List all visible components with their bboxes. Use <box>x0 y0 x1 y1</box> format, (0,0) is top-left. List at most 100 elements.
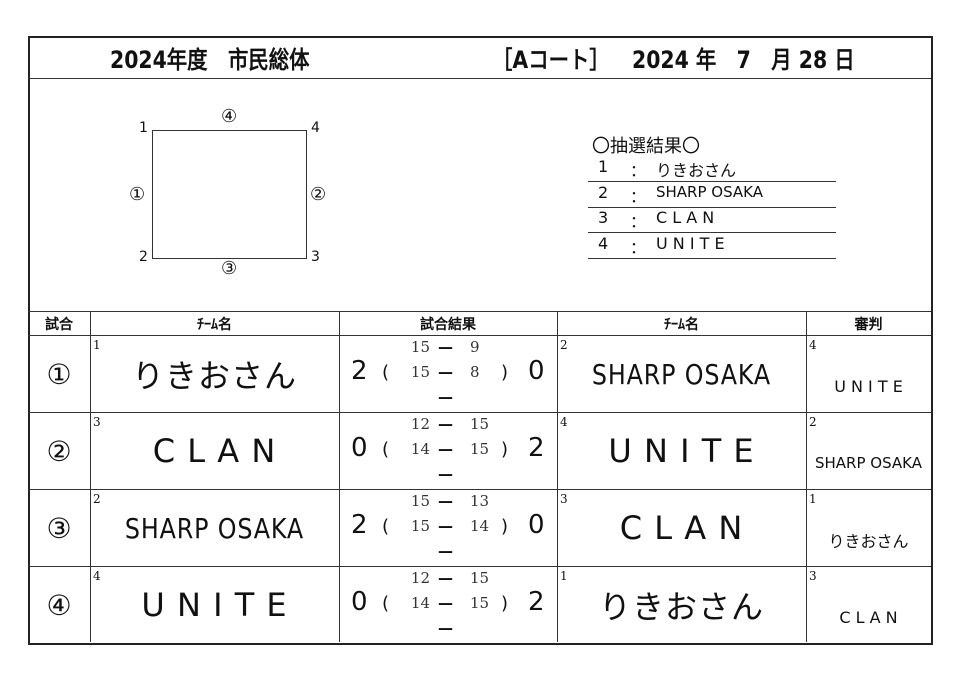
team2-sets: 2 <box>528 433 545 463</box>
team2-seed: 2 <box>560 338 568 352</box>
lottery-entry-sep: ： <box>630 212 647 231</box>
divider <box>90 311 91 642</box>
col-header-result: 試合結果 <box>420 317 476 333</box>
divider <box>28 311 931 312</box>
corner-label: 3 <box>311 249 320 265</box>
side-label: ③ <box>221 258 238 279</box>
lottery-entry-team: りきおさん <box>656 161 737 180</box>
paren-close: ) <box>501 593 509 614</box>
col-header-match: 試合 <box>45 317 73 333</box>
score-dash: — <box>438 594 453 612</box>
paren-close: ) <box>501 362 509 383</box>
game-score-2: 14 <box>470 517 490 535</box>
referee-team: C L A N <box>839 607 898 627</box>
team2-seed: 1 <box>560 569 568 583</box>
match-number: ② <box>46 434 72 468</box>
game-score-2: 8 <box>470 363 480 381</box>
referee-seed: 3 <box>809 569 817 583</box>
score-dash: — <box>438 338 453 356</box>
game-score-2: 13 <box>470 492 490 510</box>
col-header-team2: ﾁｰﾑ名 <box>664 317 699 333</box>
lottery-entry-no: 2 <box>598 182 609 202</box>
game-score-1: 12 <box>410 569 430 587</box>
lottery-entry-team: SHARP OSAKA <box>656 182 763 201</box>
game-score-1: 15 <box>410 492 430 510</box>
score-dash: — <box>438 619 453 637</box>
team1-seed: 4 <box>93 569 101 583</box>
score-dash: — <box>438 569 453 587</box>
match-number: ③ <box>46 511 72 545</box>
team1-seed: 1 <box>93 338 101 352</box>
paren-open: ( <box>382 516 390 537</box>
team2-name: りきおさん <box>598 588 764 626</box>
paren-close: ) <box>501 516 509 537</box>
lottery-entry-no: 4 <box>598 233 609 253</box>
corner-label: 1 <box>139 120 148 136</box>
score-sheet-frame <box>28 36 933 645</box>
court-diagram <box>152 130 307 259</box>
lottery-entry-sep: ： <box>630 237 647 257</box>
match-number: ① <box>46 357 72 391</box>
team2-name: U N I T E <box>608 432 755 470</box>
team1-seed: 3 <box>93 415 101 429</box>
score-dash: — <box>438 465 453 483</box>
game-score-1: 12 <box>410 415 430 433</box>
game-score-1: 14 <box>410 440 430 458</box>
score-dash: — <box>438 440 453 458</box>
side-label: ④ <box>221 106 238 127</box>
event-title: 2024年度 市民総体 <box>110 46 310 74</box>
team2-sets: 0 <box>528 510 545 540</box>
game-score-1: 15 <box>410 517 430 535</box>
divider <box>557 311 558 642</box>
referee-seed: 1 <box>809 492 817 506</box>
referee-seed: 2 <box>809 415 817 429</box>
game-score-2: 15 <box>470 415 490 433</box>
side-label: ① <box>129 184 146 205</box>
game-score-1: 14 <box>410 594 430 612</box>
score-dash: — <box>438 388 453 406</box>
divider <box>28 412 931 413</box>
event-date: 2024 年 7 月 28 日 <box>632 46 855 74</box>
match-number: ④ <box>46 588 72 622</box>
paren-open: ( <box>382 593 390 614</box>
referee-team: U N I T E <box>834 376 903 396</box>
side-label: ② <box>310 184 327 205</box>
team1-name: C L A N <box>152 432 277 470</box>
team1-sets: 0 <box>351 587 368 617</box>
divider <box>588 206 836 208</box>
lottery-title: 〇抽選結果〇 <box>592 136 700 157</box>
team2-sets: 2 <box>528 587 545 617</box>
lottery-entry-no: 3 <box>598 208 609 227</box>
referee-team: りきおさん <box>828 532 909 551</box>
game-score-1: 15 <box>410 338 430 356</box>
score-dash: — <box>438 492 453 510</box>
game-score-1: 15 <box>410 363 430 381</box>
team2-seed: 4 <box>560 415 568 429</box>
court-label: ［Aコート］ <box>492 46 610 74</box>
score-dash: — <box>438 517 453 535</box>
team2-name: SHARP OSAKA <box>591 357 772 391</box>
paren-open: ( <box>382 362 390 383</box>
team2-seed: 3 <box>560 492 568 506</box>
team1-name: U N I T E <box>141 586 288 624</box>
col-header-referee: 審判 <box>854 317 883 333</box>
referee-seed: 4 <box>809 338 817 352</box>
team2-name: C L A N <box>619 509 744 547</box>
col-header-team1: ﾁｰﾑ名 <box>197 317 232 333</box>
lottery-entry-no: 1 <box>598 157 609 176</box>
divider <box>588 232 836 233</box>
team2-sets: 0 <box>528 356 545 386</box>
referee-team: SHARP OSAKA <box>815 454 922 472</box>
paren-close: ) <box>501 439 509 460</box>
game-score-2: 15 <box>470 569 490 587</box>
divider <box>28 78 931 79</box>
game-score-2: 15 <box>470 440 490 458</box>
game-score-2: 15 <box>470 594 490 612</box>
divider <box>806 311 807 642</box>
game-score-2: 9 <box>470 338 480 356</box>
team1-name: SHARP OSAKA <box>124 511 305 545</box>
team1-sets: 2 <box>351 356 368 386</box>
lottery-entry-team: C L A N <box>656 208 715 227</box>
team1-sets: 0 <box>351 433 368 463</box>
divider <box>28 335 931 336</box>
